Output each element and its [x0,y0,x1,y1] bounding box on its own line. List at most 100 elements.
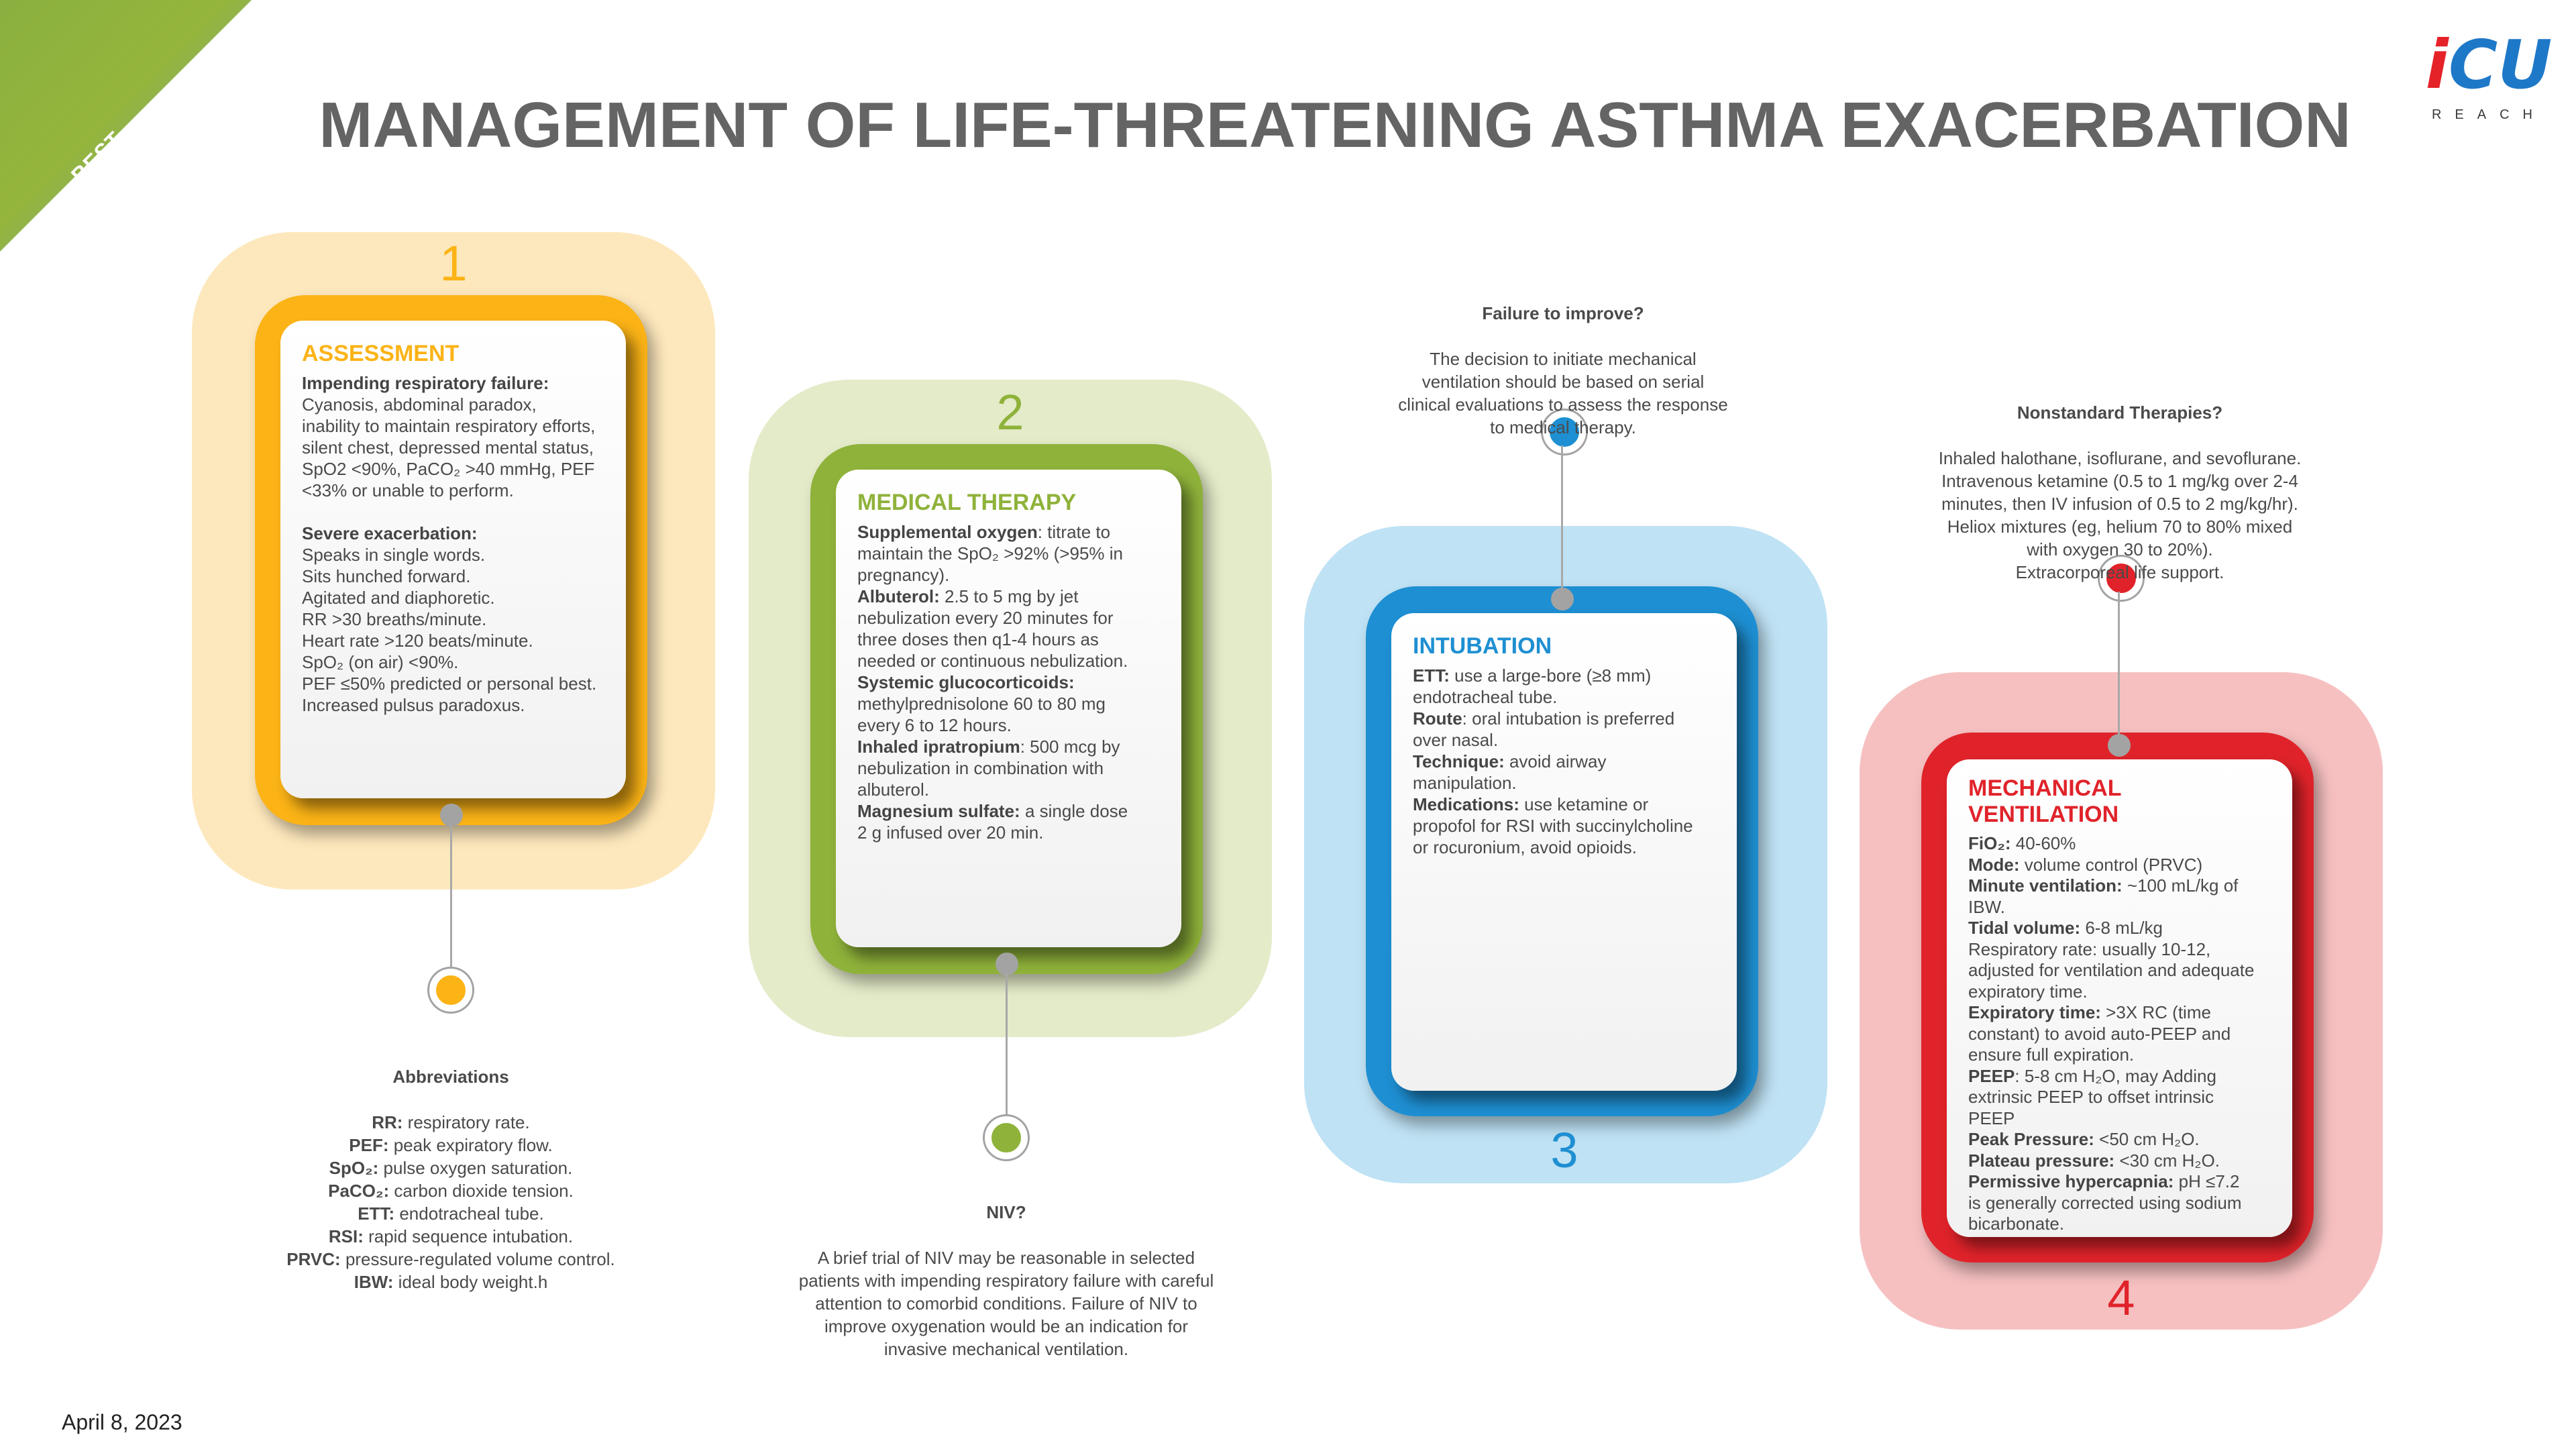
stage-1-title: ASSESSMENT [302,341,460,366]
failure-to-improve-note: Failure to improve? The decision to init… [1342,279,1784,462]
card-line: Mode: volume control (PRVC) [1968,854,2203,875]
stage-4-body: FiO₂: 40-60%Mode: volume control (PRVC)M… [1968,833,2275,1235]
niv-heading: NIV? [986,1202,1026,1222]
card-line: adjusted for ventilation and adequate [1968,960,2255,980]
card-line: nebulization every 20 minutes for [857,608,1114,628]
card-line: PEEP [1968,1108,2015,1128]
abbreviation-item: SpO₂: pulse oxygen saturation. [329,1158,573,1178]
stage-3-end-dot [1543,411,1586,453]
card-line: ETT: use a large-bore (≥8 mm) [1413,665,1652,686]
logo-wordmark: iCU [2425,25,2553,104]
nonstandard-text: Inhaled halothane, isoflurane, and sevof… [1938,448,2302,582]
stage-4-number: 4 [2107,1270,2135,1326]
niv-note: NIV? A brief trial of NIV may be reasona… [745,1178,1268,1383]
card-line: Heart rate >120 beats/minute. [302,631,533,651]
card-line: needed or continuous nebulization. [857,651,1128,671]
stage-3-number: 3 [1550,1122,1578,1178]
stage-1-connector [450,825,452,979]
card-line: IBW. [1968,896,2005,917]
card-line: endotracheal tube. [1413,687,1558,707]
card-line: or rocuronium, avoid opioids. [1413,837,1637,857]
card-line: bicarbonate. [1968,1214,2065,1234]
card-line: albuterol. [857,780,929,800]
card-line: Severe exacerbation: [302,523,478,543]
card-line: pregnancy). [857,565,950,585]
logo-subtitle: REACH [2431,107,2546,122]
icu-reach-logo: iCU REACH [2422,28,2556,136]
card-line: Minute ventilation: ~100 mL/kg of [1968,875,2239,896]
card-line: Respiratory rate: usually 10-12, [1968,938,2211,959]
stage-3-body: ETT: use a large-bore (≥8 mm)endotrachea… [1413,665,1719,858]
card-line [302,501,608,523]
page-title: MANAGEMENT OF LIFE-THREATENING ASTHMA EX… [319,89,2351,161]
stage-2-card: MEDICAL THERAPY Supplemental oxygen: tit… [836,470,1181,947]
abbreviation-item: IBW: ideal body weight.h [354,1272,548,1292]
card-line: Magnesium sulfate: a single dose [857,801,1128,821]
card-line: Medications: use ketamine or [1413,794,1649,814]
card-line: FiO₂: 40-60% [1968,833,2076,853]
stage-1-anchor-dot [440,804,463,826]
card-line: methylprednisolone 60 to 80 mg [857,694,1106,714]
card-line: <33% or unable to perform. [302,480,514,500]
stage-4-title: MECHANICAL VENTILATION [1968,775,2121,827]
nonstandard-heading: Nonstandard Therapies? [2017,402,2223,423]
card-line: Speaks in single words. [302,545,486,565]
card-line: expiratory time. [1968,981,2088,1002]
abbreviation-item: ETT: endotracheal tube. [358,1203,544,1224]
nonstandard-therapies-note: Nonstandard Therapies? Inhaled halothane… [1878,378,2361,606]
stage-3-card: INTUBATION ETT: use a large-bore (≥8 mm)… [1391,613,1737,1091]
failure-text: The decision to initiate mechanical vent… [1398,349,1728,437]
card-line: Tidal volume: 6-8 mL/kg [1968,918,2163,938]
stage-1-end-dot [429,969,472,1012]
card-line: Albuterol: 2.5 to 5 mg by jet [857,586,1079,606]
card-line: over nasal. [1413,730,1499,750]
card-line: Plateau pressure: <30 cm H₂O. [1968,1150,2220,1171]
stage-4-end-dot [2100,557,2143,600]
card-line: Peak Pressure: <50 cm H₂O. [1968,1129,2200,1149]
stage-4-connector [2118,592,2120,741]
failure-heading: Failure to improve? [1482,303,1644,323]
card-line: maintain the SpO₂ >92% (>95% in [857,543,1123,564]
card-line: extrinsic PEEP to offset intrinsic [1968,1087,2214,1107]
stage-3-anchor-dot [1551,588,1574,610]
stage-2-anchor-dot [996,953,1018,975]
abbreviations-note: Abbreviations RR: respiratory rate.PEF: … [250,1042,652,1316]
stage-4-anchor-dot [2108,734,2131,757]
card-line: is generally corrected using sodium [1968,1192,2242,1213]
card-line: constant) to avoid auto-PEEP and [1968,1023,2231,1044]
card-line: Expiratory time: >3X RC (time [1968,1002,2211,1022]
stage-2-number: 2 [996,384,1024,440]
card-line: PEEP: 5-8 cm H₂O, may Adding [1968,1065,2216,1086]
card-line: nebulization in combination with [857,758,1104,778]
stage-2-title: MEDICAL THERAPY [857,490,1077,515]
card-line: silent chest, depressed mental status, [302,437,594,458]
stage-1-body: Impending respiratory failure:Cyanosis, … [302,372,608,716]
card-line: inability to maintain respiratory effort… [302,416,596,436]
abbreviation-item: PaCO₂: carbon dioxide tension. [328,1181,574,1201]
card-line: Cyanosis, abdominal paradox, [302,394,537,415]
card-line: Increased pulsus paradoxus. [302,695,525,715]
stage-2-connector [1006,973,1008,1127]
niv-text: A brief trial of NIV may be reasonable i… [798,1248,1214,1359]
abbreviation-item: RSI: rapid sequence intubation. [328,1226,574,1246]
date-label: April 8, 2023 [62,1410,182,1434]
card-line: RR >30 breaths/minute. [302,609,487,629]
card-line: 2 g infused over 20 min. [857,822,1044,843]
card-line: Sits hunched forward. [302,566,471,586]
card-line: Route: oral intubation is preferred [1413,708,1675,729]
abbreviation-item: PEF: peak expiratory flow. [349,1135,553,1155]
card-line: Impending respiratory failure: [302,373,549,393]
abbreviation-item: PRVC: pressure-regulated volume control. [286,1249,615,1269]
stage-2-end-dot [985,1116,1028,1159]
abbreviation-item: RR: respiratory rate. [372,1112,530,1132]
card-line: every 6 to 12 hours. [857,715,1012,735]
card-line: manipulation. [1413,773,1517,793]
stage-3-connector [1561,445,1563,593]
card-line: SpO₂ (on air) <90%. [302,652,459,672]
card-line: Agitated and diaphoretic. [302,588,495,608]
card-line: SpO2 <90%, PaCO₂ >40 mmHg, PEF [302,459,595,479]
card-line: ensure full expiration. [1968,1044,2135,1065]
card-line: Inhaled ipratropium: 500 mcg by [857,737,1120,757]
abbreviations-list: RR: respiratory rate. PEF: peak expirator… [250,1111,652,1293]
